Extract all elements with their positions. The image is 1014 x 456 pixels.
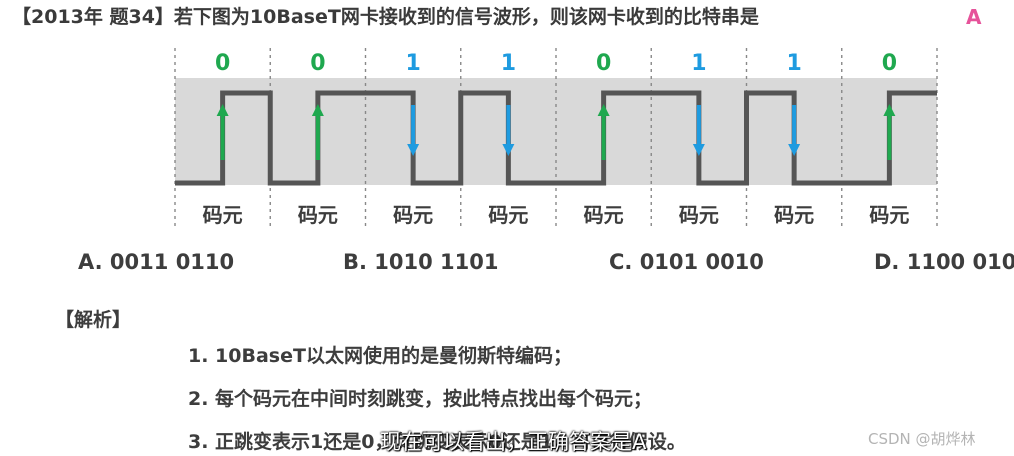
analysis-line-3: 3. 正跳变表示1还是0，负跳变表示0还是1，可自行假设。: [188, 431, 686, 453]
bit-label: 1: [786, 51, 801, 76]
cell-label: 码元: [298, 203, 338, 227]
down-arrow-head-icon: [407, 144, 420, 156]
option-d: D. 1100 010: [874, 250, 1014, 274]
analysis-line-1: 1. 10BaseT以太网使用的是曼彻斯特编码；: [188, 345, 572, 367]
cell-label: 码元: [774, 203, 814, 227]
bit-label: 1: [501, 51, 516, 76]
bit-label: 0: [215, 51, 230, 76]
cell-label: 码元: [679, 203, 719, 227]
bit-label: 0: [596, 51, 611, 76]
video-subtitle: 现在可以看出，正确答案是A: [380, 430, 647, 454]
cell-label: 码元: [869, 203, 909, 227]
analysis-line-2: 2. 每个码元在中间时刻跳变，按此特点找出每个码元；: [188, 388, 653, 410]
watermark: CSDN @胡烨林: [868, 430, 976, 448]
cell-label: 码元: [393, 203, 433, 227]
up-arrow-head-icon: [883, 104, 896, 116]
cell-label: 码元: [584, 203, 624, 227]
answer-mark: A: [966, 5, 982, 29]
manchester-waveform-diagram: 0 码元 0 码元 1 码元 1 码元 0 码元 1 码元 1 码元 0 码元: [174, 48, 938, 230]
down-arrow-head-icon: [502, 144, 515, 156]
question-title: 【2013年 题34】若下图为10BaseT网卡接收到的信号波形，则该网卡收到的…: [12, 6, 759, 28]
down-arrow-head-icon: [692, 144, 705, 156]
option-c: C. 0101 0010: [609, 250, 764, 274]
bit-label: 0: [882, 51, 897, 76]
option-b: B. 1010 1101: [343, 250, 499, 274]
option-a: A. 0011 0110: [78, 250, 235, 274]
cell-label: 码元: [488, 203, 528, 227]
up-arrow-head-icon: [311, 104, 324, 116]
up-arrow-head-icon: [216, 104, 229, 116]
bit-label: 1: [691, 51, 706, 76]
analysis-title: 【解析】: [55, 309, 132, 331]
down-arrow-head-icon: [788, 144, 801, 156]
cell-label: 码元: [203, 203, 243, 227]
bit-label: 1: [405, 51, 420, 76]
up-arrow-head-icon: [597, 104, 610, 116]
bit-label: 0: [310, 51, 325, 76]
